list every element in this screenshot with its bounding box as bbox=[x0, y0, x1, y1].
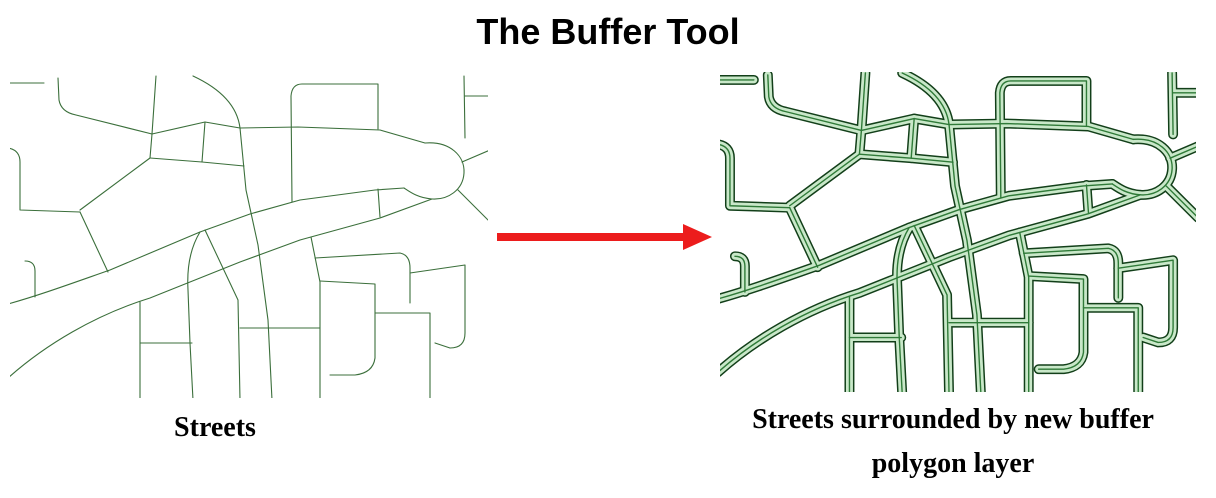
arrow-shaft bbox=[497, 233, 687, 241]
street bbox=[79, 157, 151, 211]
arrow-head bbox=[683, 224, 712, 250]
street bbox=[374, 312, 431, 398]
street bbox=[10, 147, 81, 213]
buffer-caption-line-2: polygon layer bbox=[871, 448, 1035, 479]
street bbox=[377, 188, 381, 218]
streets-caption: Streets bbox=[174, 412, 256, 443]
street bbox=[187, 231, 201, 398]
street bbox=[403, 142, 465, 200]
streets-map bbox=[10, 75, 488, 398]
street-network bbox=[10, 75, 488, 398]
street bbox=[201, 121, 206, 163]
street-lines bbox=[10, 75, 488, 398]
street bbox=[239, 126, 426, 144]
street bbox=[79, 211, 109, 273]
street bbox=[10, 198, 433, 377]
street bbox=[409, 264, 466, 349]
street bbox=[319, 280, 376, 376]
right-arrow-icon bbox=[497, 224, 712, 250]
street bbox=[10, 187, 405, 304]
street bbox=[24, 260, 36, 298]
diagram-title: The Buffer Tool bbox=[476, 11, 740, 52]
street bbox=[192, 75, 273, 398]
street bbox=[290, 83, 379, 203]
street bbox=[57, 77, 153, 135]
street bbox=[457, 189, 488, 221]
street bbox=[314, 252, 411, 304]
street bbox=[149, 157, 245, 167]
buffer-caption-line-1: Streets surrounded by new buffer bbox=[752, 404, 1154, 435]
buffer-map bbox=[720, 72, 1196, 392]
street bbox=[151, 121, 241, 135]
buffer-outline-layer bbox=[720, 73, 1196, 392]
street bbox=[461, 150, 488, 163]
street bbox=[310, 236, 321, 398]
street bbox=[149, 75, 157, 159]
street bbox=[463, 75, 466, 139]
street bbox=[204, 229, 241, 398]
